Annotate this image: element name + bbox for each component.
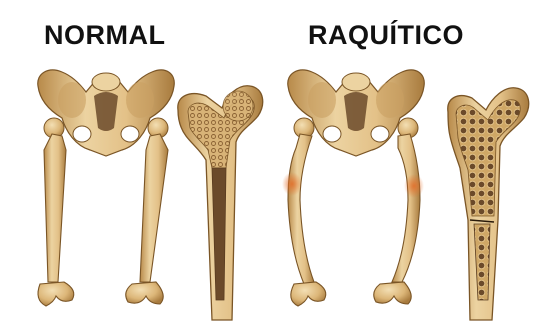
normal-femur-cross-section [178,86,263,320]
rickets-right-inflamed-zone [404,174,424,198]
rickets-left-femur [282,118,326,306]
normal-right-femur [126,118,168,304]
rickets-left-inflamed-zone [282,172,302,196]
rickets-femur-cross-section [448,88,529,320]
rickets-pelvis-and-legs [282,70,424,306]
normal-left-femur [38,118,74,306]
normal-pelvis-and-legs [38,70,174,306]
